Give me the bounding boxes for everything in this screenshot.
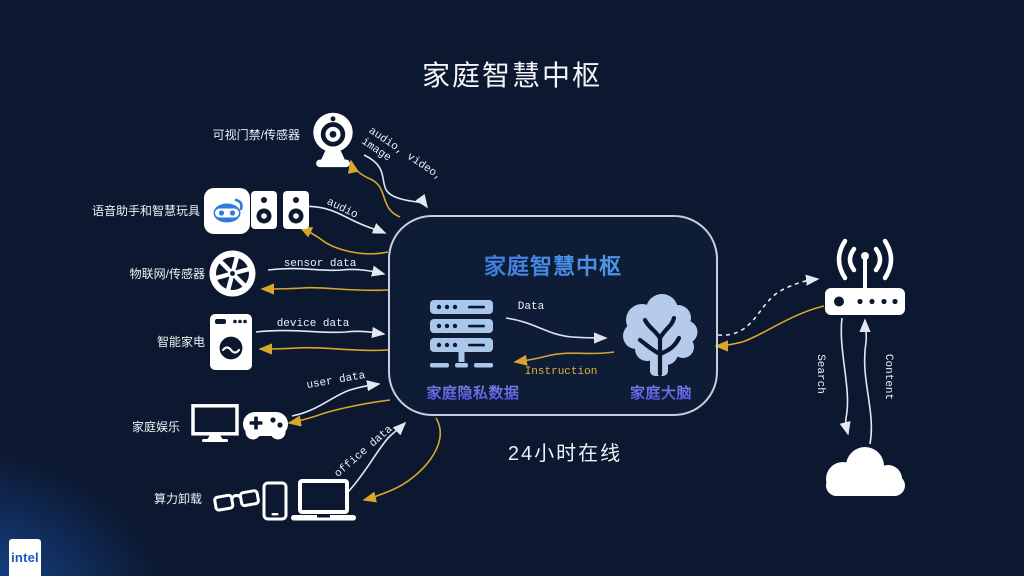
- flow-label-device-data: device data: [276, 318, 350, 330]
- search-label: Search: [814, 354, 826, 394]
- wifi-router-icon: [825, 238, 905, 315]
- arrow-hub-to-entertainment: [287, 399, 391, 427]
- hub-storage-label: 家庭隐私数据: [400, 382, 546, 403]
- arrow-router-to-cloud-search: [839, 317, 851, 436]
- arrow-sensor-to-hub: [267, 265, 386, 277]
- arrow-offload-to-hub: [347, 421, 407, 493]
- laptop-icon: [291, 479, 356, 521]
- instruction-flow-label: Instruction: [524, 366, 598, 378]
- arrow-hub-to-webcam: [347, 159, 401, 218]
- washing-machine-icon: [210, 314, 252, 370]
- brain-icon: [623, 294, 698, 377]
- arrow-speakers-to-hub: [289, 205, 387, 234]
- tv-icon: [191, 404, 239, 442]
- intel-logo-text: intel: [11, 550, 39, 565]
- hub-title: 家庭智慧中枢: [388, 249, 718, 281]
- slide-title: 家庭智慧中枢: [421, 60, 602, 91]
- device-label-smart-appliance: 智能家电: [156, 335, 205, 349]
- data-flow-label: Data: [517, 301, 545, 313]
- speaker-icon: [283, 191, 309, 229]
- arrow-hub-to-router-dashed: [717, 274, 820, 336]
- hub-status: 24小时在线: [507, 443, 623, 465]
- device-label-voice-assistant: 语音助手和智慧玩具: [91, 204, 200, 218]
- arrow-hub-to-appliance: [258, 343, 389, 355]
- arrow-hub-to-offload: [362, 417, 442, 503]
- cloud-icon: [826, 447, 905, 496]
- content-label: Content: [882, 353, 894, 401]
- device-label-home-entertainment: 家庭娱乐: [131, 420, 180, 434]
- device-label-door-access: 可视门禁/传感器: [212, 128, 300, 142]
- arrow-cloud-to-router-content: [859, 318, 873, 445]
- server-stack-icon: [430, 300, 493, 368]
- 3d-glasses-icon: [213, 489, 260, 512]
- speaker-icon: [251, 191, 277, 229]
- robot-icon: [204, 188, 250, 234]
- webcam-icon: [313, 112, 353, 168]
- arrow-webcam-to-hub: [363, 154, 428, 209]
- gamepad-icon: [243, 412, 288, 440]
- arrow-storage-to-brain-data: [505, 317, 608, 344]
- arrow-hub-to-speakers: [298, 226, 389, 255]
- intel-logo: intel: [9, 539, 41, 576]
- aperture-icon: [209, 250, 256, 297]
- arrow-hub-to-sensor: [260, 283, 389, 295]
- arrow-router-to-brain: [714, 305, 825, 352]
- flow-label-sensor-data: sensor data: [283, 258, 357, 270]
- device-label-iot-sensor: 物联网/传感器: [129, 267, 205, 281]
- arrow-brain-to-storage-instruction: [513, 351, 615, 366]
- arrow-appliance-to-hub: [255, 326, 386, 339]
- device-label-compute-offload: 算力卸载: [153, 492, 202, 506]
- smartphone-icon: [262, 481, 288, 521]
- arrow-entertainment-to-hub: [291, 380, 381, 417]
- hub-brain-label: 家庭大脑: [600, 382, 722, 403]
